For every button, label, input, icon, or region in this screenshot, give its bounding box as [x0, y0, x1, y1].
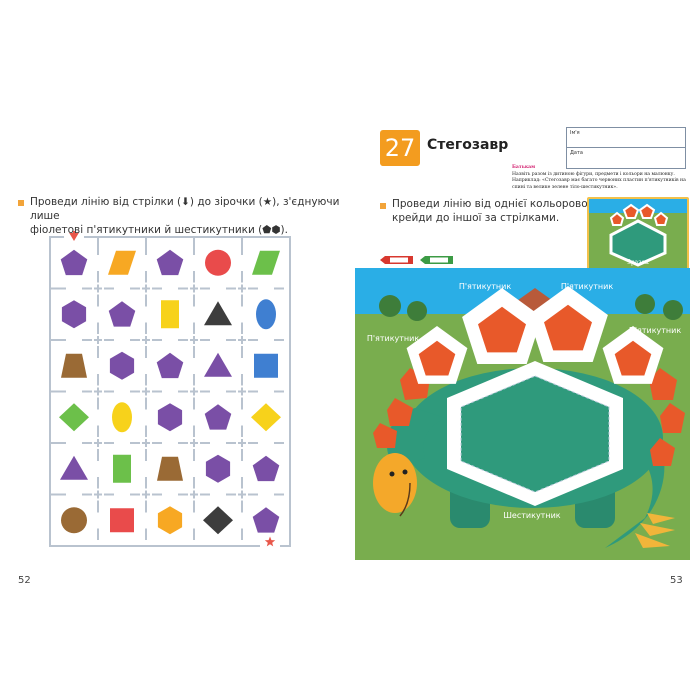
name-field[interactable]: Ім'я — [570, 130, 580, 136]
pentagon-plate — [418, 340, 456, 376]
maze[interactable] — [0, 0, 350, 560]
instruction: Проведи лінію від стрілки (⬇) до зірочки… — [30, 195, 350, 237]
hexagon — [460, 375, 610, 493]
bullet — [380, 203, 386, 209]
pentagon-plate — [478, 306, 526, 353]
label-pentagon: П'ятикутник — [561, 282, 614, 291]
diamond-shape[interactable] — [251, 403, 281, 432]
parents-note-heading: Батькам — [512, 165, 536, 170]
parallelogram-shape[interactable] — [252, 250, 280, 275]
triangle-shape[interactable] — [60, 455, 88, 480]
instruction-right: Проведи лінію від однієї кольорової крей… — [392, 197, 592, 225]
maze-junction — [238, 387, 246, 396]
label-pentagon: П'ятикутник — [629, 326, 682, 335]
triangle-shape[interactable] — [204, 352, 232, 377]
dino-head — [373, 453, 417, 517]
lesson-number-badge: 27 — [380, 130, 420, 166]
pentagon-shape[interactable] — [108, 301, 136, 327]
pentagon-shape[interactable] — [204, 404, 232, 430]
pentagon-shape[interactable] — [252, 507, 280, 533]
pentagon-shape[interactable] — [156, 249, 184, 276]
trapezoid-shape[interactable] — [61, 353, 87, 378]
circle-shape[interactable] — [61, 507, 87, 534]
maze-junction — [238, 336, 246, 344]
parallelogram-shape[interactable] — [108, 250, 136, 275]
triangle-shape[interactable] — [204, 301, 232, 326]
page-number-left: 52 — [18, 575, 31, 586]
hexagon-shape[interactable] — [205, 454, 231, 483]
diamond-shape[interactable] — [203, 506, 233, 535]
maze-junction — [142, 336, 150, 344]
instruction-line: фіолетові п'ятикутники й шестикутники (⬟… — [30, 224, 288, 236]
diamond-shape[interactable] — [59, 403, 89, 432]
sample-label: Зразок — [627, 259, 649, 266]
pentagon-shape[interactable] — [252, 455, 280, 482]
maze-junction — [94, 490, 102, 499]
hexagon-shape[interactable] — [109, 351, 135, 380]
rectangle-shape[interactable] — [161, 300, 179, 329]
green-crayon-icon[interactable] — [420, 256, 453, 264]
maze-junction — [94, 387, 102, 396]
label-pentagon: П'ятикутник — [367, 334, 420, 343]
ellipse-shape[interactable] — [112, 402, 132, 433]
maze-junction — [190, 387, 198, 396]
pentagon-shape[interactable] — [60, 249, 88, 276]
page-title: Стегозавр — [427, 137, 509, 153]
maze-junction — [238, 439, 246, 447]
parents-note-text: Назвіть разом із дитиною фігури, предмет… — [512, 171, 686, 190]
hexagon-shape[interactable] — [157, 506, 183, 535]
label-pentagon: П'ятикутник — [459, 282, 512, 291]
maze-junction — [190, 336, 198, 344]
stegosaurus-illustration[interactable]: П'ятикутник П'ятикутник П'ятикутник П'ят… — [355, 268, 690, 560]
hexagon-shape[interactable] — [61, 300, 87, 329]
pentagon-plate — [544, 304, 592, 351]
side-plates — [373, 368, 685, 466]
pentagon-plate — [614, 340, 652, 376]
name-date-box: Ім'я Дата — [566, 127, 686, 169]
maze-junction — [238, 284, 246, 293]
maze-junction — [142, 387, 150, 396]
pentagon-plates[interactable] — [406, 286, 664, 384]
maze-junction — [94, 439, 102, 447]
parents-note: Батькам Назвіть разом із дитиною фігури,… — [512, 165, 687, 191]
sample-picture — [589, 199, 687, 269]
maze-junction — [190, 490, 198, 499]
circle-shape[interactable] — [205, 249, 231, 276]
maze-junction — [190, 284, 198, 293]
date-field[interactable]: Дата — [567, 147, 685, 166]
maze-junction — [94, 336, 102, 344]
page-number-right: 53 — [670, 575, 683, 586]
label-hexagon: Шестикутник — [503, 511, 560, 520]
square-shape[interactable] — [254, 353, 278, 378]
star-icon — [264, 536, 276, 547]
instruction-line: Проведи лінію від однієї кольорової — [392, 198, 591, 210]
bullet — [18, 200, 24, 206]
trapezoid-shape[interactable] — [157, 456, 183, 481]
maze-junction — [190, 439, 198, 447]
sample-image: Зразок — [587, 197, 689, 271]
instruction-line: Проведи лінію від стрілки (⬇) до зірочки… — [30, 196, 340, 222]
hexagon-shape[interactable] — [157, 403, 183, 432]
maze-junction — [142, 490, 150, 499]
red-crayon-icon[interactable] — [380, 256, 413, 264]
tree-icon — [379, 294, 683, 321]
arrow-down-icon — [69, 231, 79, 241]
tail-spikes — [635, 513, 675, 548]
square-shape[interactable] — [110, 508, 134, 533]
maze-junction — [142, 439, 150, 447]
maze-junction — [238, 490, 246, 499]
crayons — [380, 256, 453, 264]
pentagon-shape[interactable] — [156, 352, 184, 379]
maze-junction — [142, 284, 150, 293]
rectangle-shape[interactable] — [113, 454, 131, 483]
ellipse-shape[interactable] — [256, 299, 276, 330]
instruction-line: крейди до іншої за стрілками. — [392, 212, 560, 224]
maze-junction — [94, 284, 102, 293]
